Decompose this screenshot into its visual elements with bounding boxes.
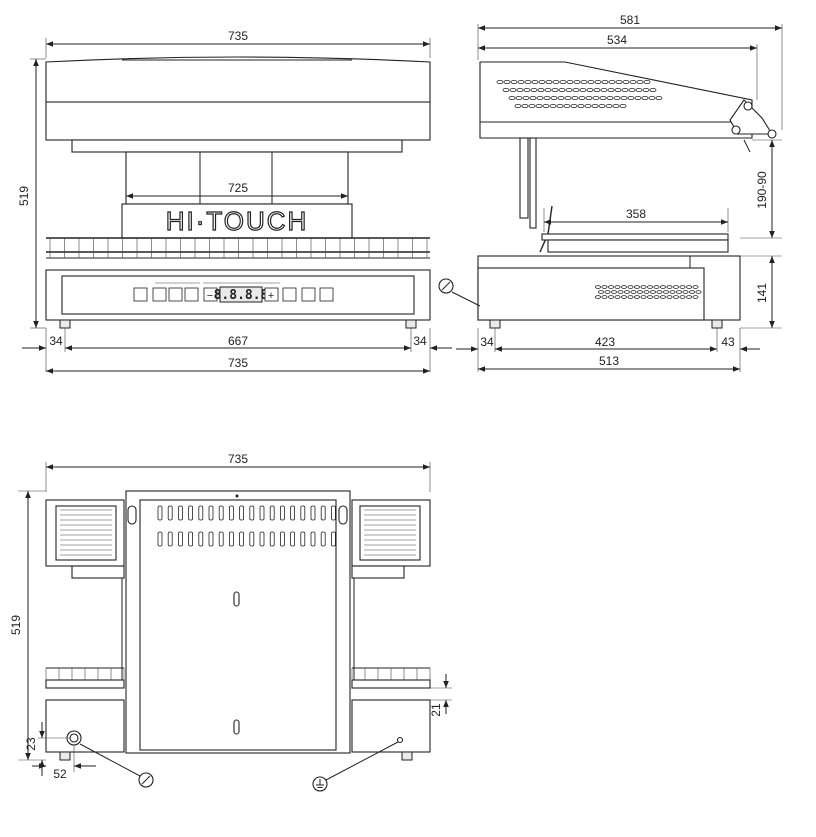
rear-view: 735 519 <box>9 452 452 792</box>
dimension-bottom-row: 34 667 34 735 <box>22 328 452 374</box>
dimension-height-range: 190-90 <box>740 139 782 239</box>
dim-label-plate-width: 725 <box>228 181 248 195</box>
dim-label-plate-depth: 358 <box>626 207 646 221</box>
rear-connection-callout <box>79 743 154 788</box>
side-column-front <box>519 137 529 219</box>
dimension-rear-width: 735 <box>45 452 431 492</box>
foot-right <box>405 319 417 329</box>
dim-label-height-range: 190-90 <box>755 171 769 209</box>
side-column-rear <box>529 137 537 229</box>
front-view: 735 519 725 HI·TOUCH <box>17 29 452 374</box>
electrical-connection-callout <box>438 278 481 307</box>
base-vent-pattern <box>595 285 702 299</box>
salamander-head-top <box>45 56 431 103</box>
cooking-plate <box>541 233 729 241</box>
rear-base-left <box>45 699 125 753</box>
rear-grille-right <box>364 509 416 556</box>
brand-logo: HI·TOUCH <box>166 206 309 236</box>
display-readout: 8.8.8.8 <box>214 288 269 303</box>
dimension-head-depth: 534 <box>478 33 758 100</box>
dim-label-rear-width: 735 <box>228 452 248 466</box>
dim-label-left-offset: 34 <box>49 334 63 348</box>
rear-rack-left <box>45 667 125 689</box>
dim-label-total-depth: 513 <box>599 354 619 368</box>
dimension-plate-depth: 358 <box>543 207 729 232</box>
dim-label-inner-width: 667 <box>228 334 248 348</box>
dim-label-connection-height: 23 <box>24 737 38 751</box>
side-foot-left <box>489 319 501 329</box>
side-view: 581 534 190-90 <box>438 13 783 372</box>
dim-label-foot-right: 43 <box>721 335 735 349</box>
wire-rack-front <box>46 237 430 259</box>
button-program-3[interactable] <box>184 287 199 302</box>
drip-tray <box>547 239 729 253</box>
head-lower-lip <box>71 139 403 153</box>
button-program-2[interactable] <box>168 287 183 302</box>
minus-icon: − <box>207 290 213 302</box>
dim-label-connection-offset: 52 <box>53 767 67 781</box>
button-minus[interactable] <box>203 287 218 302</box>
button-half-zone[interactable] <box>282 287 297 302</box>
side-base-panel <box>477 267 705 321</box>
digital-display <box>219 286 263 303</box>
head-side-profile <box>479 61 753 139</box>
rear-screw-upper <box>233 591 240 607</box>
dimension-connection-height: 23 <box>24 722 70 776</box>
dimension-base-height: 141 <box>740 255 782 329</box>
dim-label-base-offset: 21 <box>429 703 443 717</box>
control-buttons: − 8.8.8.8 + <box>133 282 334 303</box>
button-plus[interactable] <box>264 287 279 302</box>
earth-callout <box>312 741 399 792</box>
dim-label-right-offset: 34 <box>413 334 427 348</box>
dim-label-base-depth: 423 <box>595 335 615 349</box>
button-power[interactable] <box>133 287 148 302</box>
dim-label-head-depth: 534 <box>607 33 627 47</box>
rear-grille-left <box>60 509 112 556</box>
dim-label-foot-left: 34 <box>480 335 494 349</box>
button-on-off[interactable] <box>319 287 334 302</box>
rear-screw-lower <box>233 719 240 735</box>
side-vent-pattern <box>496 80 663 109</box>
salamander-head-body <box>45 101 431 141</box>
side-foot-right <box>711 319 723 329</box>
rear-vent-slots <box>157 505 336 547</box>
head-hinge <box>729 99 777 153</box>
rear-rack-right <box>351 667 431 689</box>
plus-icon: + <box>268 290 274 302</box>
button-full-zone[interactable] <box>301 287 316 302</box>
dimension-side-bottom: 34 423 43 513 <box>456 328 760 372</box>
dimension-top-width: 735 <box>45 29 431 58</box>
foot-left <box>59 319 71 329</box>
dimension-height: 519 <box>17 58 46 329</box>
dimension-plate-width: 725 <box>126 181 348 199</box>
dimension-connection-offset: 52 <box>32 745 96 781</box>
dimension-base-offset: 21 <box>429 674 452 717</box>
dim-label-rear-height: 519 <box>9 615 23 635</box>
dim-label-bottom-width: 735 <box>228 356 248 370</box>
dim-label-height: 519 <box>17 186 31 206</box>
dim-label-top-width: 735 <box>228 29 248 43</box>
dim-label-base-height: 141 <box>755 283 769 303</box>
button-program-1[interactable] <box>152 287 167 302</box>
dim-label-overall-depth: 581 <box>620 13 640 27</box>
rear-base-right <box>351 699 431 753</box>
earth-terminal <box>396 736 404 744</box>
dimension-rear-height: 519 <box>9 490 46 761</box>
dimension-overall-depth: 581 <box>477 13 783 130</box>
